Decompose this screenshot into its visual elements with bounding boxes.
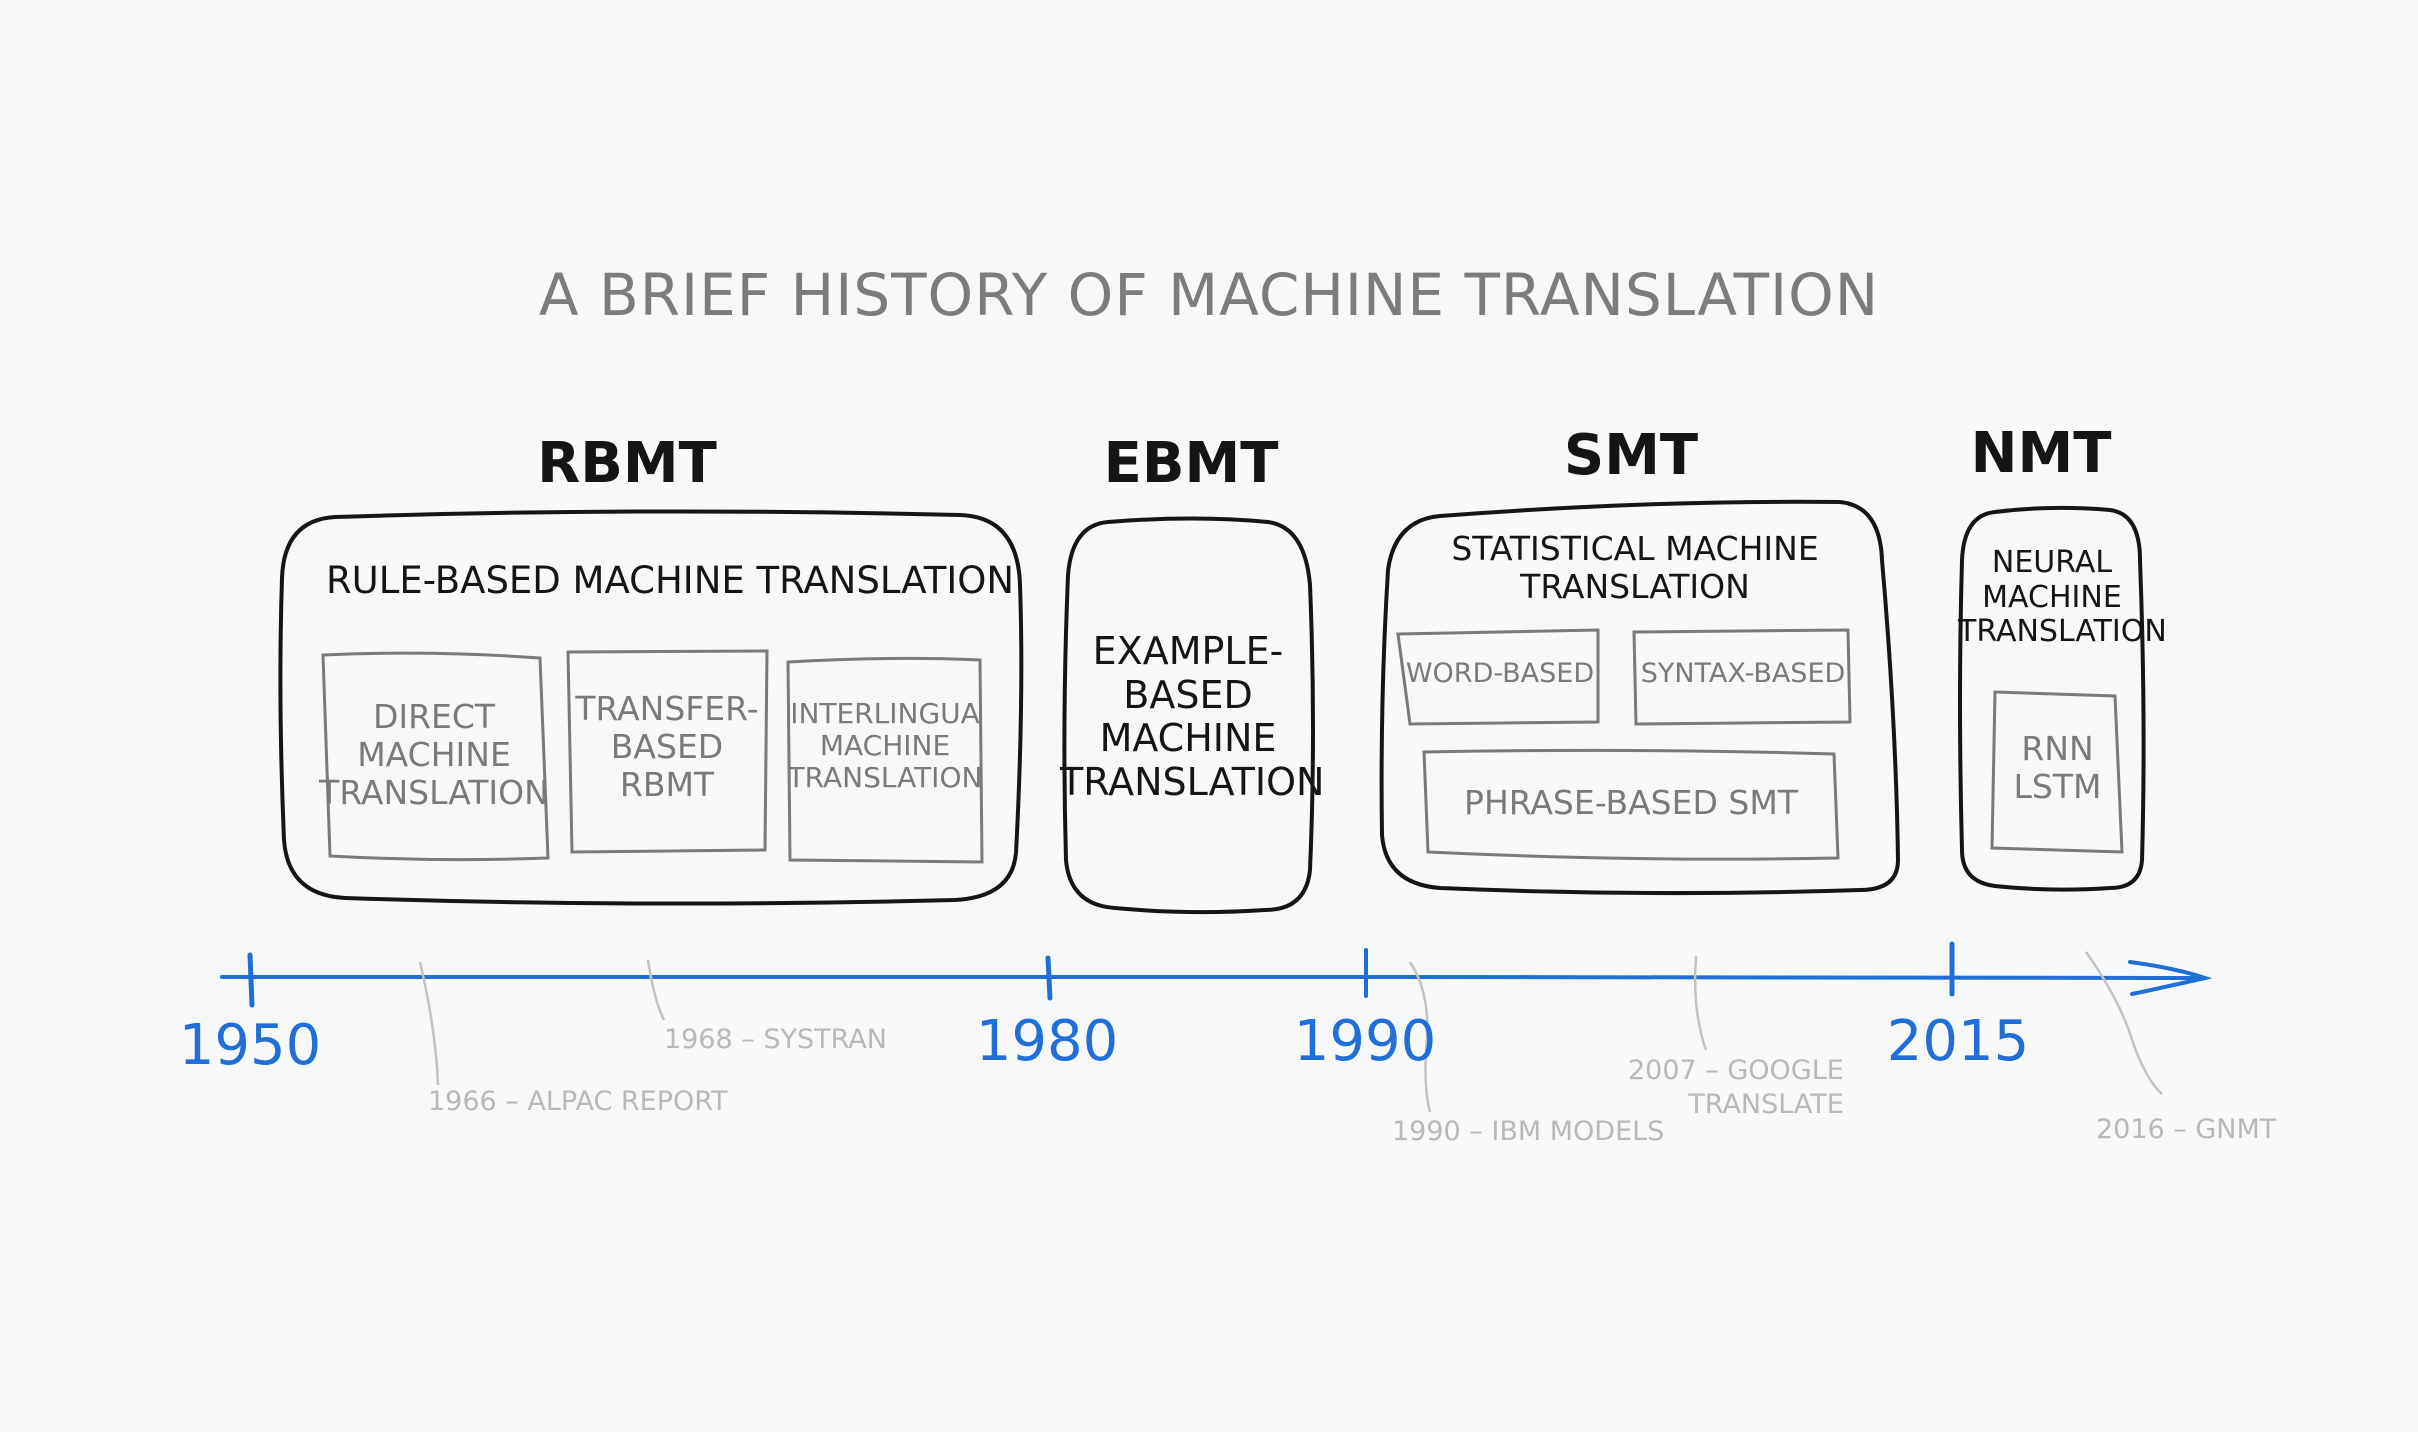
era-label-ebmt: EBMT: [1103, 431, 1279, 496]
rbmt-transfer-box: [566, 649, 769, 854]
nmt-box: [1958, 505, 2146, 892]
year-1980: 1980: [975, 1009, 1119, 1074]
tick-1950: [247, 952, 255, 1008]
rbmt-title: RULE-BASED MACHINE TRANSLATION: [325, 559, 1015, 602]
rbmt-box: [278, 509, 1024, 906]
smt-word-label: WORD-BASED: [1405, 658, 1595, 689]
diagram-title: A BRIEF HISTORY OF MACHINE TRANSLATION: [538, 261, 1880, 329]
event-2007-google: 2007 – GOOGLE TRANSLATE: [1628, 1055, 1844, 1120]
rbmt-direct-label: DIRECT MACHINE TRANSLATION: [319, 697, 549, 812]
nmt-rnn-label: RNN LSTM: [2013, 729, 2102, 806]
era-label-rbmt: RBMT: [537, 431, 717, 496]
smt-phrase-box: [1422, 748, 1840, 861]
smt-box: [1379, 499, 1901, 896]
ebmt-box: [1062, 516, 1315, 915]
event-line-1966: [418, 961, 440, 1086]
rbmt-interlingua-box: [786, 656, 984, 864]
timeline-axis: [220, 974, 2207, 980]
smt-title: STATISTICAL MACHINE TRANSLATION: [1451, 529, 1819, 606]
year-1990: 1990: [1293, 1009, 1437, 1074]
rbmt-interlingua-label: INTERLINGUA MACHINE TRANSLATION: [787, 697, 983, 795]
event-line-1990: [1408, 961, 1432, 1113]
event-line-1968: [646, 959, 666, 1021]
year-1950: 1950: [178, 1013, 322, 1078]
event-1990-ibm: 1990 – IBM MODELS: [1392, 1116, 1665, 1147]
rbmt-direct-box: [321, 651, 550, 862]
nmt-rnn-box: [1990, 690, 2124, 854]
year-2015: 2015: [1886, 1009, 2030, 1074]
rbmt-transfer-label: TRANSFER- BASED RBMT: [575, 689, 759, 804]
era-label-smt: SMT: [1563, 423, 1699, 488]
timeline-arrowhead: [2128, 960, 2213, 996]
smt-syntax-label: SYNTAX-BASED: [1640, 658, 1846, 689]
era-label-nmt: NMT: [1970, 421, 2112, 486]
ebmt-title: EXAMPLE- BASED MACHINE TRANSLATION: [1060, 629, 1325, 805]
tick-1980: [1045, 955, 1053, 1001]
smt-syntax-box: [1632, 628, 1852, 726]
event-line-2007: [1693, 955, 1708, 1051]
event-2016-gnmt: 2016 – GNMT: [2096, 1114, 2277, 1145]
event-1966-alpac: 1966 – ALPAC REPORT: [428, 1086, 728, 1117]
smt-phrase-label: PHRASE-BASED SMT: [1464, 783, 1798, 822]
event-line-2016: [2084, 951, 2163, 1095]
smt-word-box: [1396, 628, 1600, 726]
nmt-title: NEURAL MACHINE TRANSLATION: [1958, 545, 2167, 649]
event-1968-systran: 1968 – SYSTRAN: [664, 1024, 887, 1055]
